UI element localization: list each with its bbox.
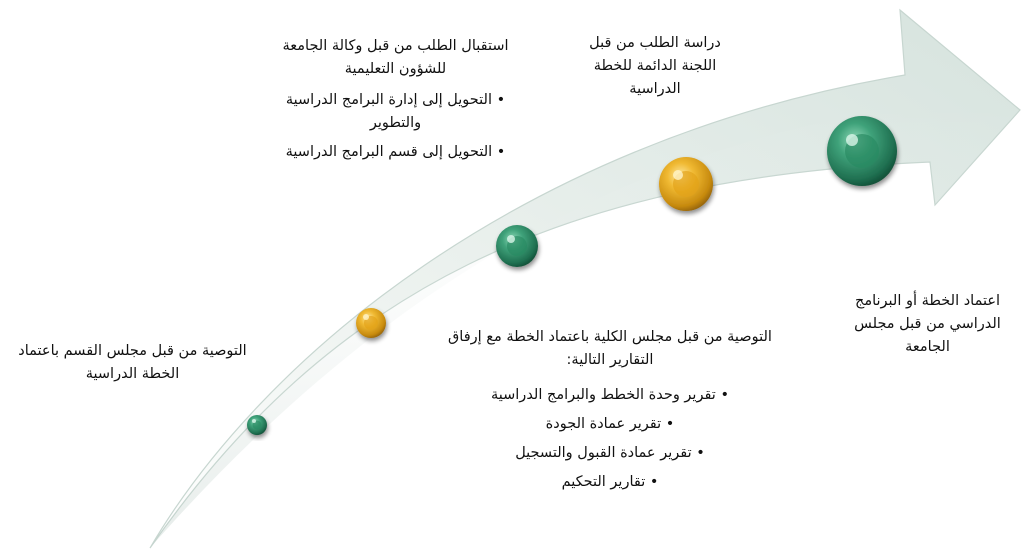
- step-marker-1: [247, 415, 267, 435]
- step-2-text: استقبال الطلب من قبل وكالة الجامعة للشؤو…: [282, 38, 509, 77]
- step-5-text: اعتماد الخطة أو البرنامج الدراسي من قبل …: [854, 293, 1001, 355]
- step-2-bullet-1-text: التحويل إلى إدارة البرامج الدراسية والتط…: [285, 92, 492, 131]
- step-2-label: استقبال الطلب من قبل وكالة الجامعة للشؤو…: [278, 35, 513, 164]
- step-3-bullet-4: تقارير التحكيم: [430, 471, 790, 494]
- step-2-bullet-2-text: التحويل إلى قسم البرامج الدراسية: [285, 144, 493, 160]
- step-3-bullet-4-text: تقارير التحكيم: [561, 474, 646, 490]
- step-1-text: التوصية من قبل مجلس القسم باعتماد الخطة …: [18, 343, 247, 382]
- step-3-bullet-1-text: تقرير وحدة الخطط والبرامج الدراسية: [490, 387, 716, 403]
- step-2-bullet-2: التحويل إلى قسم البرامج الدراسية: [278, 141, 513, 164]
- step-4-text: دراسة الطلب من قبل اللجنة الدائمة للخطة …: [589, 35, 721, 97]
- step-1-label: التوصية من قبل مجلس القسم باعتماد الخطة …: [10, 340, 255, 386]
- step-3-bullet-1: تقرير وحدة الخطط والبرامج الدراسية: [430, 384, 790, 407]
- step-3-text: التوصية من قبل مجلس الكلية باعتماد الخطة…: [448, 329, 772, 368]
- step-3-bullet-2: تقرير عمادة الجودة: [430, 413, 790, 436]
- step-marker-2: [356, 308, 386, 338]
- step-3-bullet-2-text: تقرير عمادة الجودة: [545, 416, 662, 432]
- step-2-bullet-1: التحويل إلى إدارة البرامج الدراسية والتط…: [278, 89, 513, 135]
- step-marker-4: [659, 157, 713, 211]
- step-3-bullet-3-text: تقرير عمادة القبول والتسجيل: [515, 445, 692, 461]
- step-marker-5: [827, 116, 897, 186]
- step-3-bullet-3: تقرير عمادة القبول والتسجيل: [430, 442, 790, 465]
- arrow-body-shade: [150, 95, 1020, 548]
- step-4-label: دراسة الطلب من قبل اللجنة الدائمة للخطة …: [570, 32, 740, 101]
- step-marker-3: [496, 225, 538, 267]
- step-3-label: التوصية من قبل مجلس الكلية باعتماد الخطة…: [430, 326, 790, 494]
- step-5-label: اعتماد الخطة أو البرنامج الدراسي من قبل …: [845, 290, 1010, 359]
